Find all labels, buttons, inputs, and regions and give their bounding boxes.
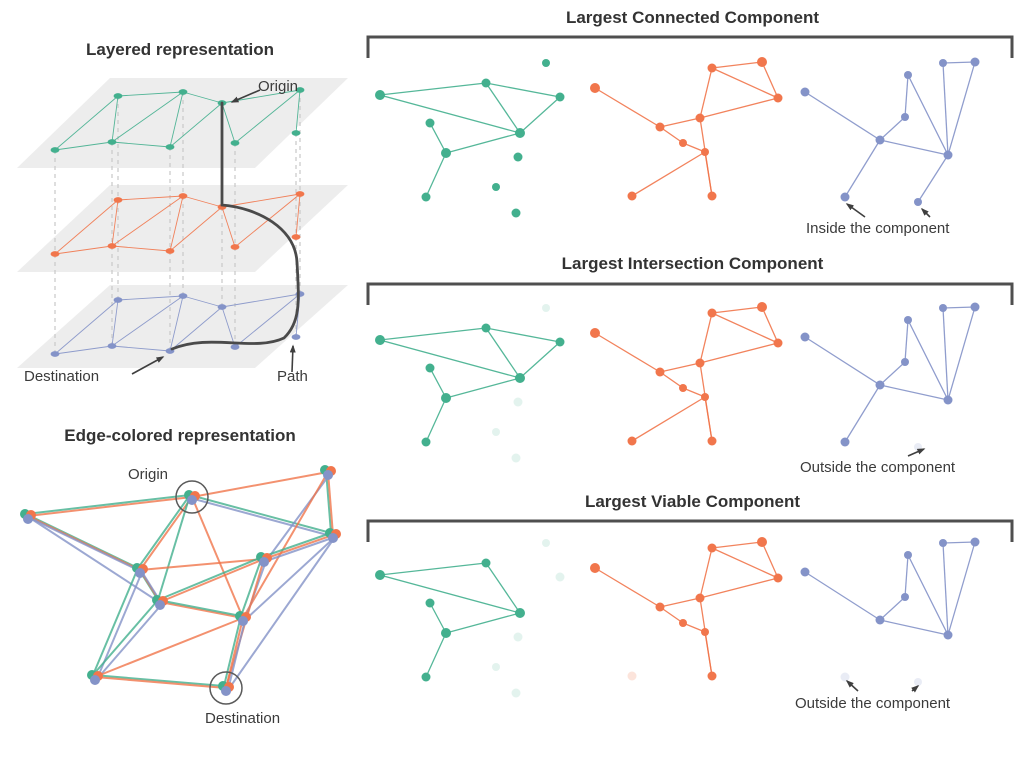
edge-colored-destination-label: Destination — [205, 710, 281, 727]
annotation-outside-the-component-intersection: Outside the component — [800, 459, 956, 476]
edge-colored-representation-title: Edge-colored representation — [64, 426, 296, 445]
annotation-inside-the-component: Inside the component — [806, 220, 950, 237]
green-network — [375, 59, 565, 218]
green-network — [375, 539, 565, 698]
path-label: Path — [277, 368, 308, 385]
edge-colored-origin-label: Origin — [128, 466, 169, 483]
component-panel-0 — [366, 35, 1014, 218]
blue-network — [800, 537, 980, 686]
component-panel-2 — [366, 519, 1014, 698]
panel-bracket — [366, 282, 1014, 305]
edge-colored-diagram — [20, 465, 341, 705]
orange-network — [590, 537, 783, 681]
blue-network — [800, 57, 980, 206]
highlight-ring — [175, 480, 209, 514]
panel-bracket — [366, 519, 1014, 542]
orange-network — [590, 302, 783, 446]
blue-network — [800, 302, 980, 451]
panel-title-largest-intersection-component: Largest Intersection Component — [561, 254, 824, 273]
green-network — [375, 304, 565, 463]
layered-diagram — [17, 78, 348, 375]
origin-label: Origin — [258, 78, 299, 95]
layered-representation-title: Layered representation — [85, 40, 274, 59]
panel-title-largest-connected-component: Largest Connected Component — [565, 8, 820, 27]
panel-bracket — [366, 35, 1014, 58]
destination-label: Destination — [24, 368, 100, 385]
highlight-ring — [209, 671, 243, 705]
annotation-outside-the-component-viable: Outside the component — [795, 695, 951, 712]
component-panel-1 — [366, 282, 1014, 463]
orange-network — [590, 57, 783, 201]
panel-title-largest-viable-component: Largest Viable Component — [584, 492, 801, 511]
